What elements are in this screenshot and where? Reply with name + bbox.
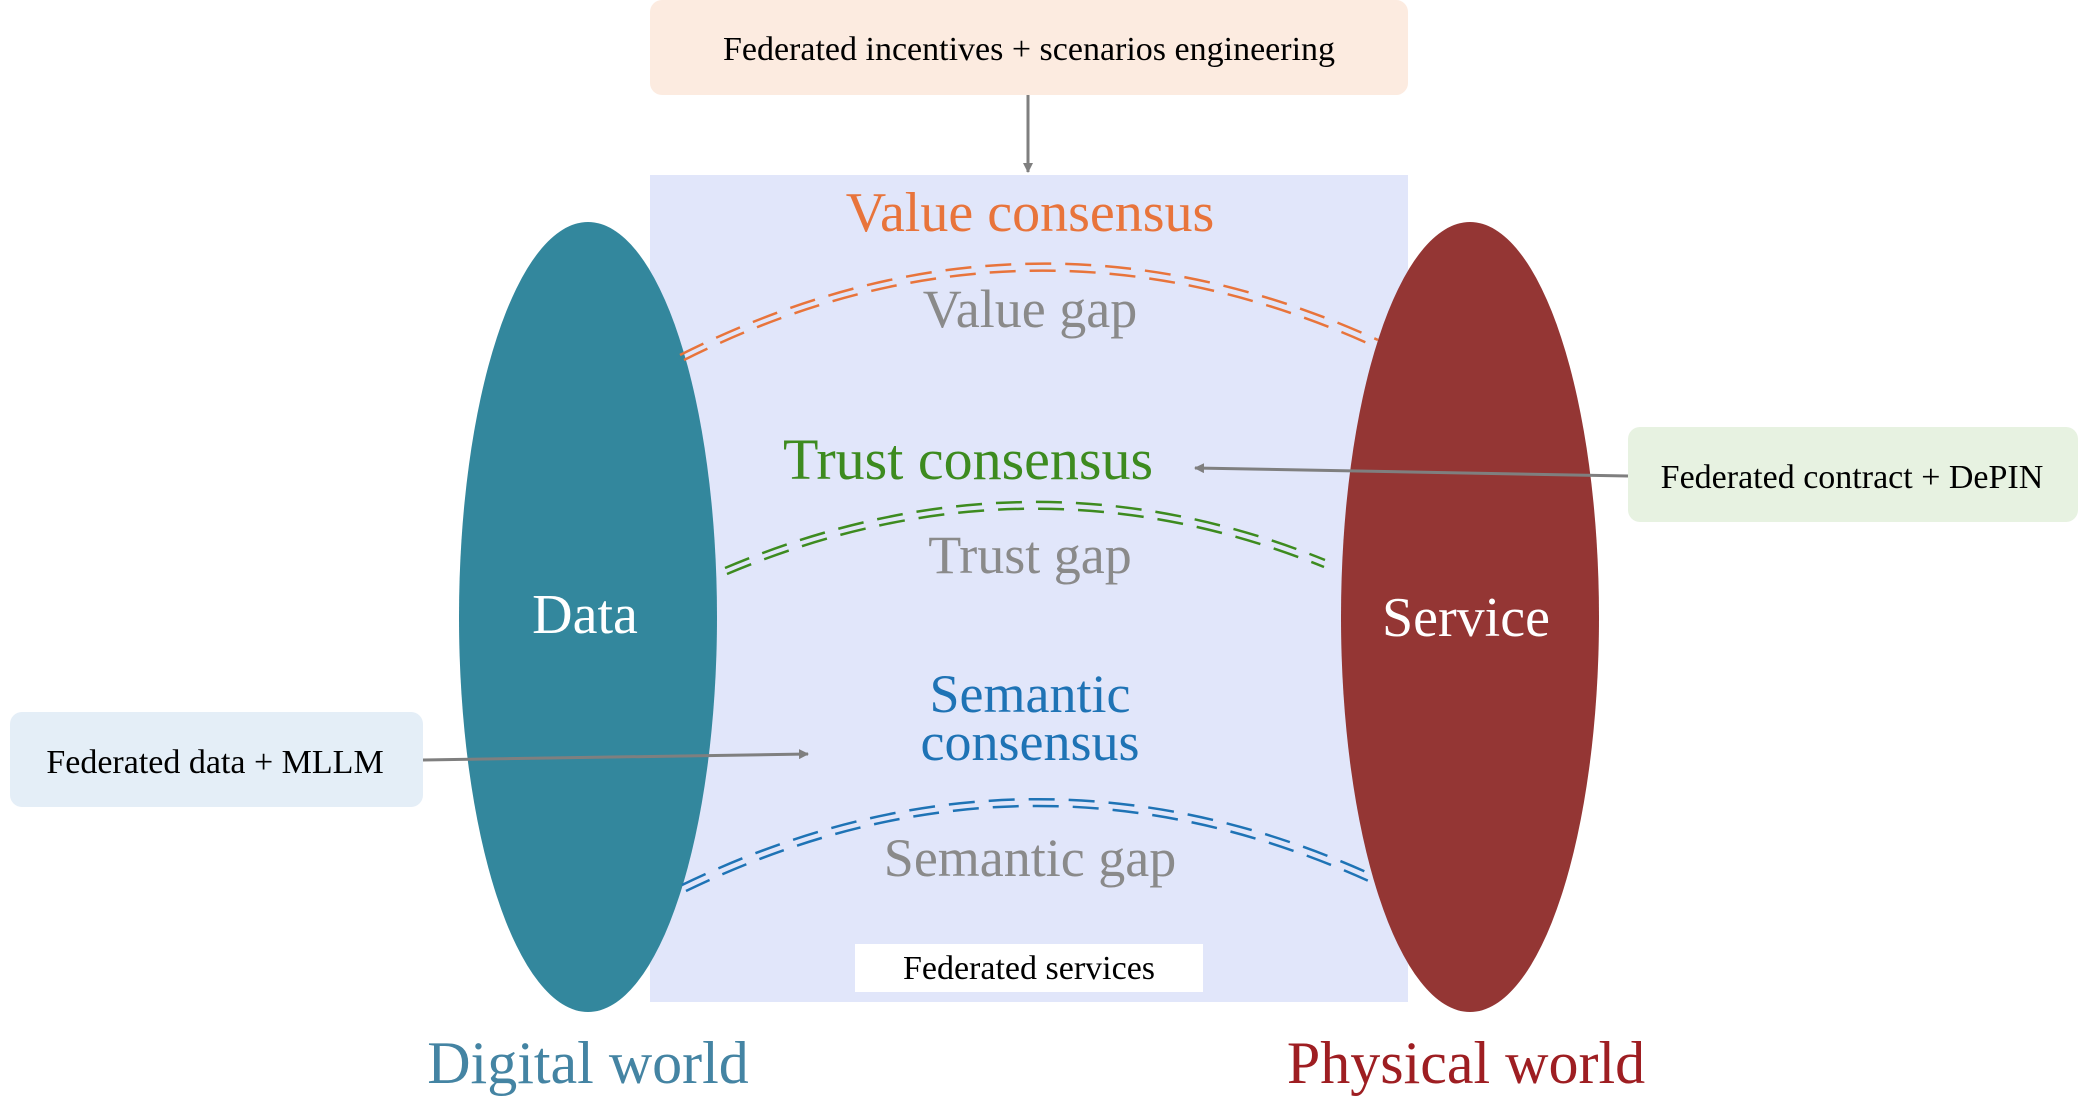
semantic-consensus-label-line2: consensus [921, 712, 1140, 772]
value-gap-label: Value gap [923, 279, 1137, 339]
data-mllm-box-label: Federated data + MLLM [46, 744, 383, 781]
trust-gap-label: Trust gap [928, 525, 1132, 585]
semantic-consensus-label-line1: Semantic [930, 664, 1131, 724]
data-label: Data [532, 584, 638, 646]
contract-box-label: Federated contract + DePIN [1661, 459, 2044, 496]
service-ellipse [1341, 222, 1599, 1012]
digital-world-label: Digital world [427, 1030, 749, 1096]
physical-world-label: Physical world [1287, 1030, 1645, 1096]
incentives-box-label: Federated incentives + scenarios enginee… [723, 31, 1335, 68]
data-mllm-arrow [422, 749, 809, 762]
value-arc [679, 262, 1379, 362]
data-mllm-box [10, 712, 423, 807]
semantic-gap-label: Semantic gap [884, 828, 1176, 888]
service-label: Service [1382, 587, 1550, 649]
incentives-box [650, 0, 1408, 95]
trust-arc [724, 500, 1326, 576]
data-ellipse [459, 222, 717, 1012]
value-consensus-label: Value consensus [846, 182, 1215, 244]
trust-consensus-label: Trust consensus [783, 427, 1153, 492]
contract-arrow [1194, 463, 1629, 478]
semantic-arc [681, 798, 1376, 893]
contract-box [1628, 427, 2078, 522]
services-box-label: Federated services [903, 950, 1155, 987]
services-box [855, 944, 1203, 992]
